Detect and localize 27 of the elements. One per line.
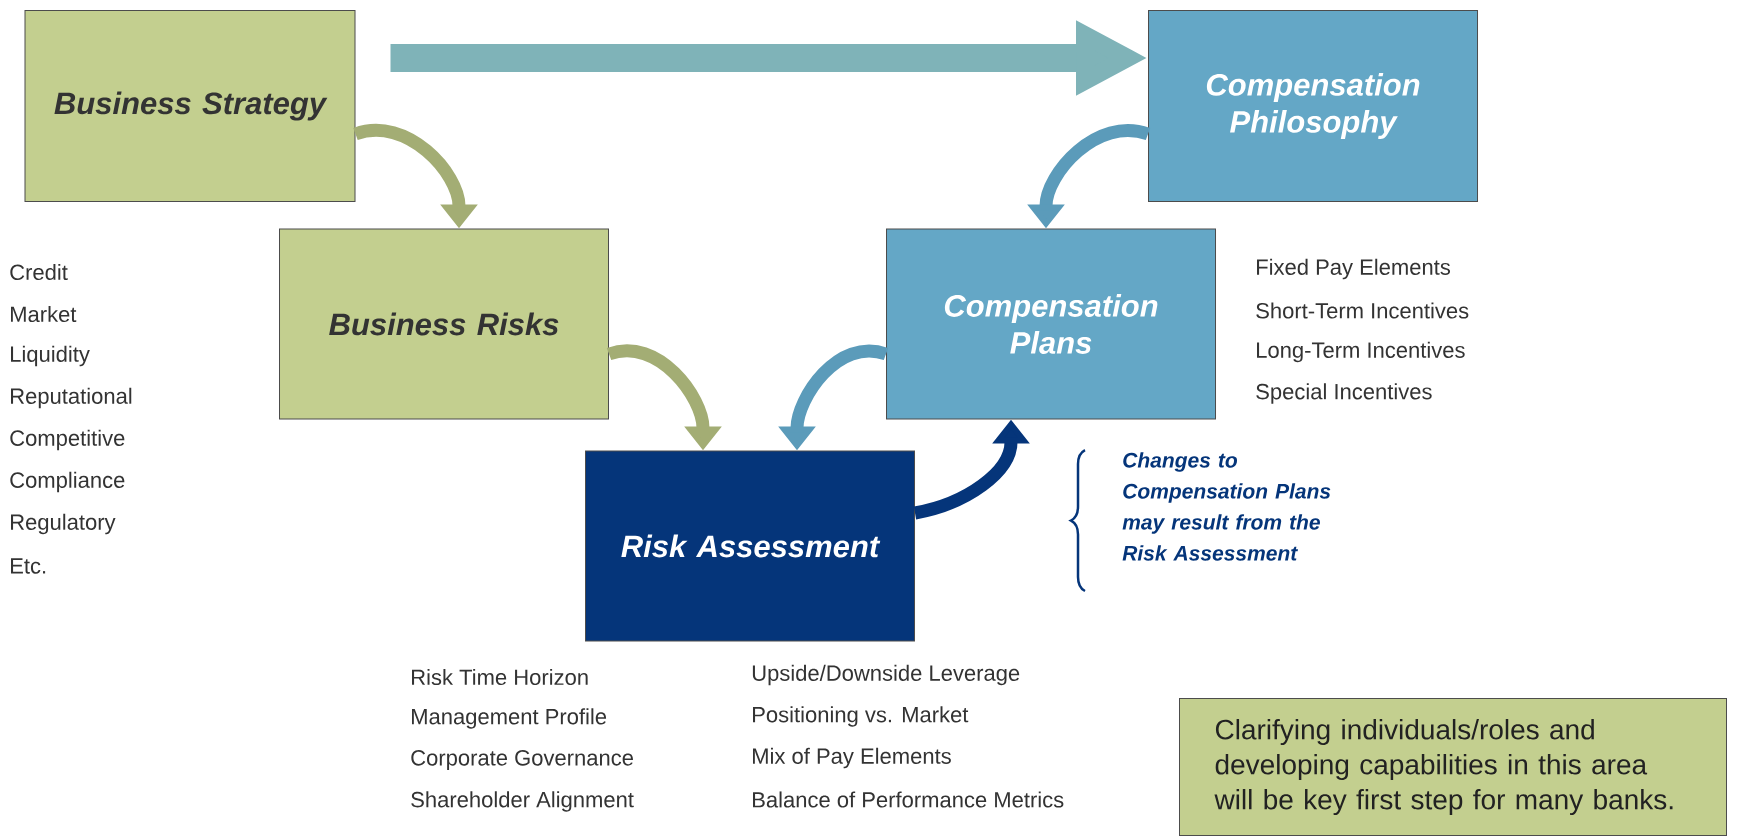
list-item: Market (11, 305, 77, 323)
list-item: Management Profile (412, 708, 607, 729)
list-item: Balance of Performance Metrics (753, 791, 1064, 808)
note-box: Clarifying individuals/roles and developing capabilities in this area will be key first step for many banks. (1179, 698, 1727, 836)
list-item: Mix of Pay Elements (753, 747, 951, 769)
process-box: Compensation Plans (886, 228, 1216, 420)
list-item: Long-Term Incentives (1257, 341, 1465, 363)
callout-text: Changes to Compensation Plans may result from the Risk Assessment (1122, 452, 1331, 561)
list-item: Positioning vs. Market (753, 706, 969, 727)
list-item: Competitive (10, 429, 125, 451)
process-box: Business Strategy (24, 10, 356, 202)
list-item: Regulatory (11, 513, 116, 535)
list-item: Reputational (11, 387, 132, 409)
list-item: Upside/Downside Leverage (752, 664, 1020, 686)
list-item: Shareholder Alignment (411, 791, 634, 812)
process-box: Risk Assessment (585, 450, 915, 642)
list-item: Special Incentives (1256, 383, 1432, 404)
list-item: Liquidity (11, 345, 90, 367)
list-item: Credit (10, 263, 68, 281)
process-box: Compensation Philosophy (1148, 10, 1478, 202)
list-item: Fixed Pay Elements (1257, 258, 1450, 280)
list-item: Corporate Governance (411, 750, 633, 770)
process-box: Business Risks (279, 228, 609, 420)
list-item: Compliance (10, 471, 125, 493)
list-item: Risk Time Horizon (412, 668, 588, 686)
list-item: Short-Term Incentives (1256, 302, 1469, 319)
list-item: Etc. (11, 558, 46, 574)
